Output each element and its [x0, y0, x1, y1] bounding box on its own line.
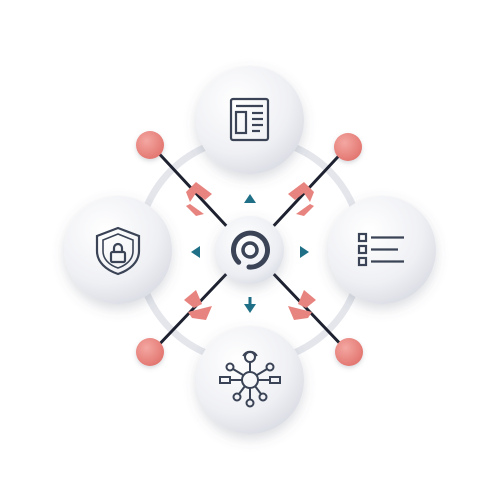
node-top: [196, 66, 304, 174]
arrow-right-icon: [300, 246, 309, 258]
security-shield-lock-icon: [95, 226, 141, 276]
arrow-left-icon: [191, 246, 200, 258]
elbow-arrow-top-left: [186, 182, 212, 202]
endpoint-dot-bottom-left: [136, 338, 164, 366]
connector-bottom-left: [150, 266, 234, 354]
network-hub-icon: [219, 350, 281, 408]
checklist-icon: [357, 232, 404, 267]
direction-arrows: [191, 194, 309, 313]
endpoint-dot-top-right: [334, 133, 362, 161]
coral-arrowheads: [184, 182, 316, 320]
elbow-arrow-top-right: [288, 182, 314, 202]
arrow-up-icon: [244, 194, 256, 203]
power-ring-icon: [231, 230, 270, 270]
center-hub: [216, 216, 284, 284]
elbow-arrow-bottom-right: [298, 290, 316, 308]
node-right: [328, 196, 436, 304]
elbow-arrow-bottom-left: [184, 290, 202, 308]
connector-bottom-right: [266, 266, 350, 354]
node-left: [64, 196, 172, 304]
endpoint-dot-bottom-right: [335, 338, 363, 366]
document-layout-icon: [229, 97, 270, 142]
node-bottom: [196, 326, 304, 434]
endpoint-dot-top-left: [136, 131, 164, 159]
arrow-down-icon: [244, 304, 256, 313]
